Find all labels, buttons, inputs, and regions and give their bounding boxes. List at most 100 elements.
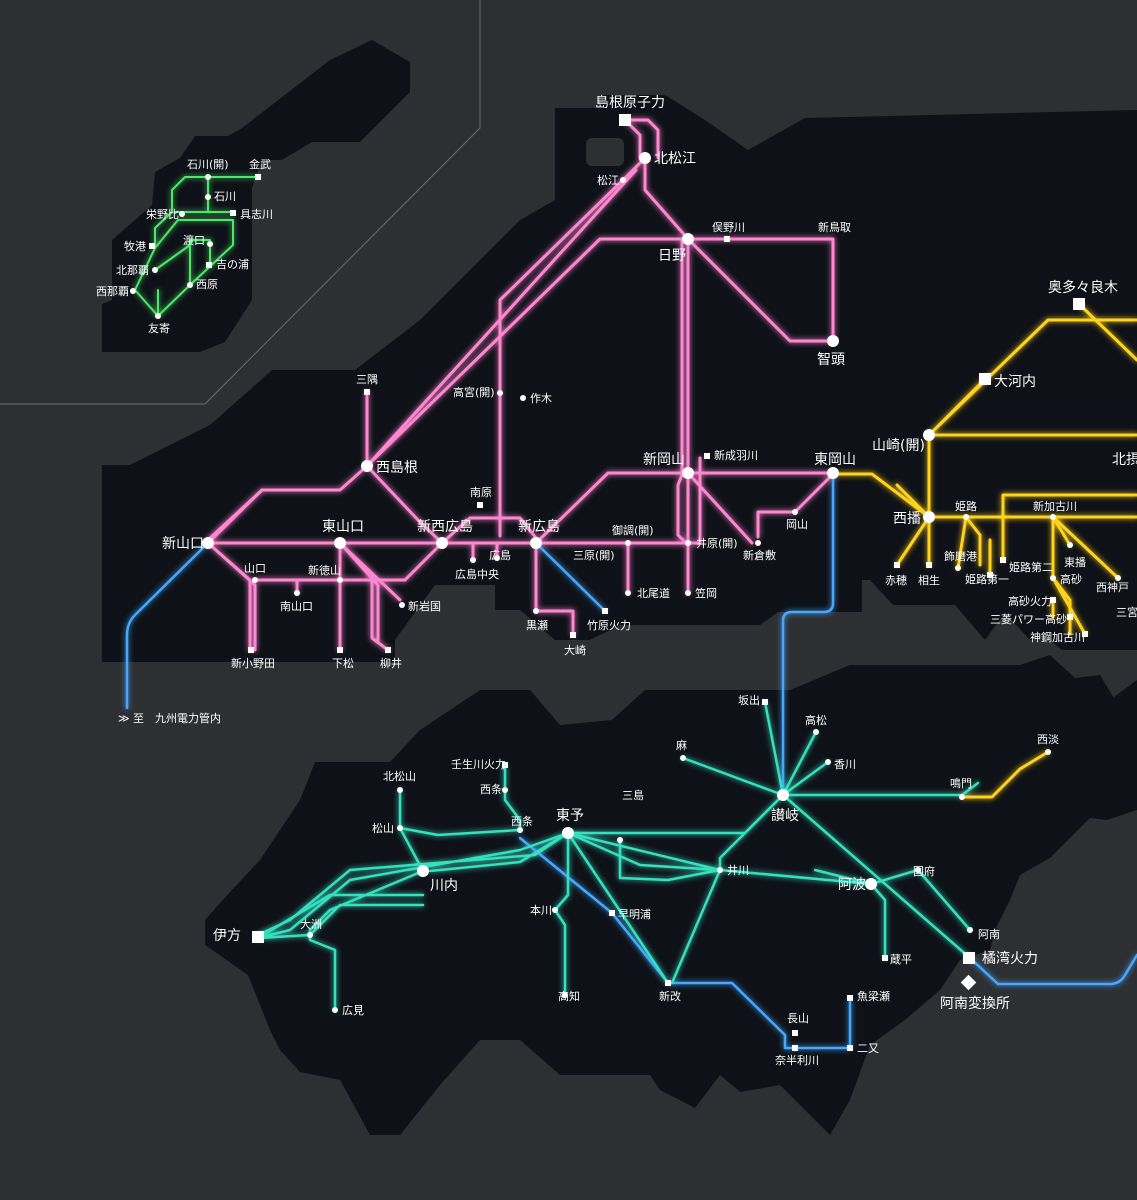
label-ikawa: 井川 (727, 863, 749, 877)
lines (125, 118, 1137, 1050)
shikoku-line (256, 903, 425, 940)
label-anan: 阿南 (978, 928, 1000, 941)
station-nahari (792, 1045, 798, 1051)
label-takasago: 高砂 (1060, 572, 1082, 586)
okinawa-land (102, 40, 410, 352)
honshu-west-land (102, 95, 1137, 662)
shikoku-line (681, 700, 980, 797)
label-okutatara: 奥多々良木 (1048, 279, 1118, 296)
label-saijo-p: 西条 (480, 782, 502, 796)
label-kitasettsu: 北摂 (1112, 452, 1137, 468)
station-kagawa (825, 759, 831, 765)
station-futamata (847, 1045, 853, 1051)
label-nishihara: 西原 (196, 278, 218, 291)
station-nishiawa (1045, 749, 1051, 755)
inset-divider (0, 0, 481, 405)
station-aioi (926, 562, 932, 568)
label-kasaoka: 笠岡 (695, 586, 717, 600)
label-shinokayama: 新岡山 (643, 452, 685, 468)
label-matanogawa: 俣野川 (712, 220, 745, 234)
station-okutatara (1073, 298, 1085, 310)
label-hiroshimachuo: 広島中央 (455, 567, 499, 581)
label-hiromi: 広見 (342, 1004, 364, 1017)
chugoku-stations (202, 114, 839, 653)
station-kitamatsue (639, 152, 651, 164)
station-soumyo (609, 910, 615, 916)
station-shinkai (665, 980, 671, 986)
shikoku-stations (252, 699, 1051, 1051)
station-shinnishihiroshima (436, 537, 448, 549)
label-ishikawa: 石川 (214, 190, 236, 203)
station-mibu (502, 762, 508, 768)
label-himejidaiichi: 姫路第一 (965, 572, 1009, 586)
okinawa-stations (130, 174, 261, 319)
station-shinkurashiki (755, 540, 761, 546)
station-hiroshima (494, 555, 500, 561)
label-toyo: 東予 (556, 808, 584, 824)
label-kochi: 高知 (558, 989, 580, 1003)
label-nishinaha: 西那覇 (96, 285, 129, 298)
label-uonashi: 魚梁瀬 (857, 989, 890, 1003)
label-kyushu: 至 九州電力管内 (133, 711, 221, 725)
label-nishiharima: 西播 (893, 511, 921, 527)
station-toguchi (207, 241, 213, 247)
label-tachibana: 橘湾火力 (982, 950, 1038, 967)
label-zohira: 蔵平 (890, 953, 912, 966)
station-himeji (963, 514, 969, 520)
label-hiroshima: 広島 (489, 548, 511, 562)
label-higashiharima: 東播 (1064, 555, 1086, 569)
label-shiniwakuni: 新岩国 (408, 599, 441, 613)
station-nishihara (187, 282, 193, 288)
label-takamiya: 高宮(開) (453, 385, 495, 399)
label-matsue: 松江 (597, 173, 619, 187)
label-himejidaini: 姫路第二 (1009, 560, 1053, 574)
label-himeji: 姫路 (955, 499, 977, 513)
label-naruto: 鳴門 (950, 776, 972, 790)
label-shinhiroshima: 新広島 (518, 519, 560, 535)
station-sanuki (777, 789, 789, 801)
label-shintokuyama: 新徳山 (308, 563, 341, 577)
station-yoshinoura (206, 262, 212, 268)
interconnect-line (125, 541, 210, 710)
station-yanai (385, 647, 391, 653)
station-minamiyamaguchi (294, 590, 300, 596)
label-mihara: 三原(開) (573, 549, 615, 562)
label-yoshinoura: 吉の浦 (216, 258, 249, 271)
station-himejidaini (1000, 557, 1006, 563)
label-nahari: 奈半利川 (775, 1053, 819, 1067)
station-kasaoka (685, 590, 691, 596)
label-ibara: 井原(開) (696, 536, 738, 550)
chugoku-line (206, 488, 538, 652)
station-shinyamaguchi (202, 537, 214, 549)
chugoku-line (365, 237, 835, 468)
label-shikamako: 飾磨港 (944, 550, 977, 563)
station-matsue (620, 177, 626, 183)
station-nagayama (792, 1030, 798, 1036)
label-asa: 麻 (676, 738, 687, 752)
kansai-line (988, 493, 1137, 636)
kansai-line (927, 302, 1137, 437)
label-okayama: 岡山 (786, 518, 808, 531)
station-zohira (882, 955, 888, 961)
label-yamazaki: 山崎(開) (872, 438, 925, 454)
station-ako (894, 562, 900, 568)
label-toguchi: 渡口 (183, 233, 205, 247)
label-okawachi: 大河内 (994, 374, 1036, 390)
station-higashiyamaguchi (334, 537, 346, 549)
station-gushikawa (230, 210, 236, 216)
label-kokufu: 国府 (913, 864, 935, 878)
label-nanbara: 南原 (470, 486, 492, 499)
chugoku-line (365, 390, 444, 545)
station-kitamatsuyama (397, 787, 403, 793)
station-takasago (1050, 575, 1056, 581)
kansai-line (895, 515, 1137, 570)
label-osaki: 大崎 (564, 643, 586, 657)
chugoku-line (534, 471, 835, 637)
label-shinyamaguchi: 新山口 (162, 536, 204, 552)
label-kitanaha: 北那覇 (116, 264, 149, 277)
label-tomoyose: 友寄 (148, 321, 170, 335)
chugoku-lines (206, 118, 835, 652)
station-kochi (562, 992, 568, 998)
label-kyushu-arrow: ≫ (118, 712, 130, 725)
